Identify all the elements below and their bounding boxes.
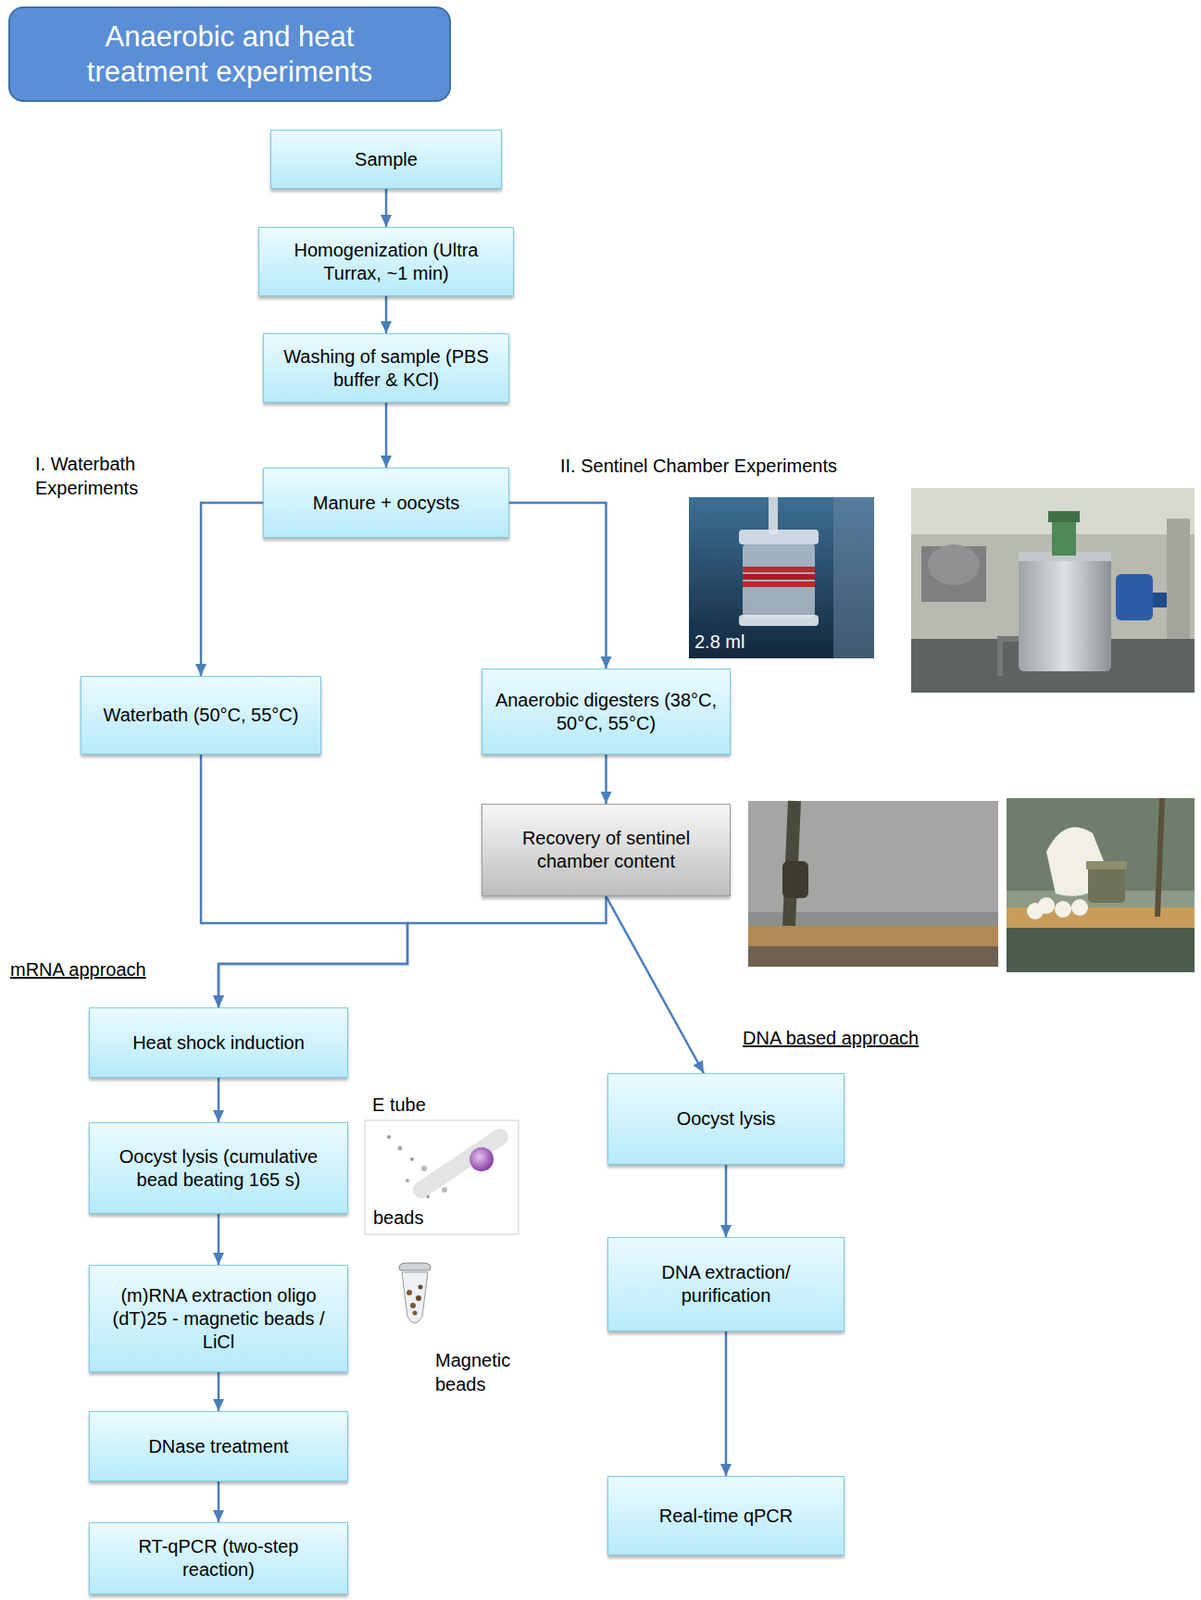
process-box: Homogenization (Ultra Turrax, ~1 min) [258, 226, 514, 297]
title-text: Anaerobic and heat treatment experiments [43, 19, 416, 88]
section-label: II. Sentinel Chamber Experiments [560, 453, 838, 478]
box-text: Anaerobic digesters (38°C, 50°C, 55°C) [493, 688, 719, 736]
flow-arrow [217, 1213, 221, 1265]
box-text: Oocyst lysis [676, 1107, 776, 1131]
flow-arrow [217, 1077, 221, 1123]
flow-arrow [725, 1164, 728, 1238]
box-text: Waterbath (50°C, 55°C) [103, 703, 300, 727]
approach-heading: DNA based approach [742, 1025, 919, 1051]
bead-tube-image [364, 1120, 519, 1235]
box-text: RT-qPCR (two-step reaction) [100, 1535, 337, 1582]
process-box: DNA extraction/ purification [607, 1237, 845, 1332]
image-label: beads [373, 1205, 425, 1230]
process-box: Washing of sample (PBS buffer & KCl) [262, 333, 510, 403]
sentinel-chamber-photo [688, 497, 875, 659]
recovery-photo [1006, 798, 1195, 973]
box-text: DNase treatment [148, 1435, 288, 1459]
box-text: Oocyst lysis (cumulative bead beating 16… [100, 1145, 337, 1192]
process-box: Oocyst lysis [607, 1073, 845, 1165]
image-label: Magnetic beads [435, 1348, 528, 1397]
flow-arrow [217, 1372, 221, 1412]
process-box: Real-time qPCR [607, 1476, 845, 1556]
digester-photo [911, 487, 1195, 693]
box-text: Real-time qPCR [659, 1504, 793, 1528]
image-label: E tube [372, 1092, 426, 1117]
process-box: Manure + oocysts [262, 467, 510, 538]
flow-arrow [604, 754, 608, 804]
box-text: Manure + oocysts [312, 491, 460, 515]
process-box: (m)RNA extraction oligo (dT)25 - magneti… [88, 1264, 349, 1373]
box-text: Homogenization (Ultra Turrax, ~1 min) [270, 238, 502, 286]
section-label: I. Waterbath Experiments [35, 451, 202, 501]
flow-arrow [385, 188, 388, 227]
process-box: Recovery of sentinel chamber content [481, 803, 731, 897]
flow-arrow [217, 1481, 221, 1523]
flow-arrow [725, 1331, 728, 1477]
box-text: Sample [354, 148, 418, 172]
magnetic-bead-tube [399, 1263, 431, 1324]
process-box: RT-qPCR (two-step reaction) [88, 1522, 349, 1595]
box-text: (m)RNA extraction oligo (dT)25 - magneti… [100, 1284, 337, 1354]
box-text: Heat shock induction [132, 1031, 305, 1055]
field-photo [748, 800, 999, 967]
process-box: Waterbath (50°C, 55°C) [80, 675, 322, 755]
flow-arrow [218, 896, 607, 1008]
flow-arrow [606, 896, 705, 1074]
flow-arrow [200, 502, 263, 676]
title-banner: Anaerobic and heat treatment experiments [8, 6, 451, 102]
flow-arrow [200, 754, 408, 1008]
process-box: Heat shock induction [88, 1007, 349, 1078]
photo-caption: 2.8 ml [694, 629, 745, 654]
flow-arrow [509, 502, 607, 669]
process-box: Sample [270, 129, 502, 189]
process-box: DNase treatment [88, 1411, 349, 1482]
flow-arrow [385, 296, 388, 334]
approach-heading: mRNA approach [10, 957, 147, 982]
process-box: Oocyst lysis (cumulative bead beating 16… [88, 1122, 349, 1214]
box-text: Washing of sample (PBS buffer & KCl) [275, 345, 498, 392]
box-text: Recovery of sentinel chamber content [493, 826, 719, 874]
box-text: DNA extraction/ purification [619, 1261, 833, 1308]
process-box: Anaerobic digesters (38°C, 50°C, 55°C) [481, 668, 731, 755]
flow-arrow [385, 402, 388, 468]
